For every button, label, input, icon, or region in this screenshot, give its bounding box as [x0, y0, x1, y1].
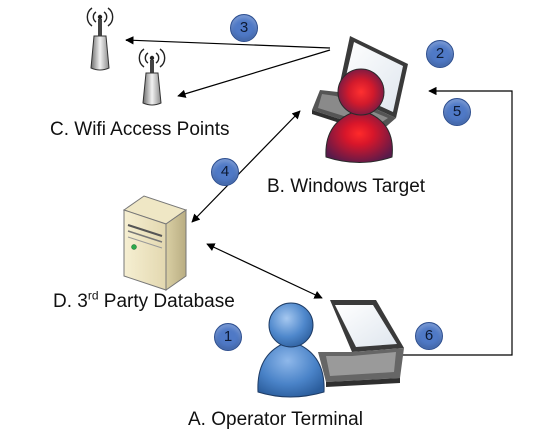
windows-target-label: B. Windows Target	[267, 176, 426, 197]
operator-laptop-icon	[318, 300, 404, 387]
database-label-suffix: Party Database	[98, 291, 235, 312]
wifi-access-point-icon	[86, 7, 114, 71]
database-label-prefix: D. 3	[53, 291, 88, 312]
operator-terminal-label: A. Operator Terminal	[188, 409, 363, 430]
step-badge-5: 5	[443, 98, 471, 126]
arrow-target-database	[191, 110, 301, 223]
server-tower-icon	[122, 195, 188, 291]
arrow-database-operator	[206, 243, 323, 299]
third-party-database-label: D. 3rd Party Database	[53, 288, 235, 312]
arrow-target-to-wifi-2	[177, 49, 331, 98]
wifi-access-point-icon	[138, 48, 166, 106]
operator-person-icon	[257, 302, 325, 398]
step-badge-6: 6	[415, 322, 443, 350]
step-badge-1: 1	[214, 323, 242, 351]
database-label-superscript: rd	[87, 288, 99, 303]
connections	[125, 36, 513, 356]
windows-target-person-icon	[325, 68, 393, 163]
step-badge-2: 2	[426, 40, 454, 68]
wifi-access-points-label: C. Wifi Access Points	[50, 119, 230, 140]
arrow-operator-to-target	[403, 86, 513, 356]
step-badge-3: 3	[230, 14, 258, 42]
arrow-target-to-wifi-1	[125, 36, 331, 49]
step-badge-4: 4	[211, 158, 239, 186]
